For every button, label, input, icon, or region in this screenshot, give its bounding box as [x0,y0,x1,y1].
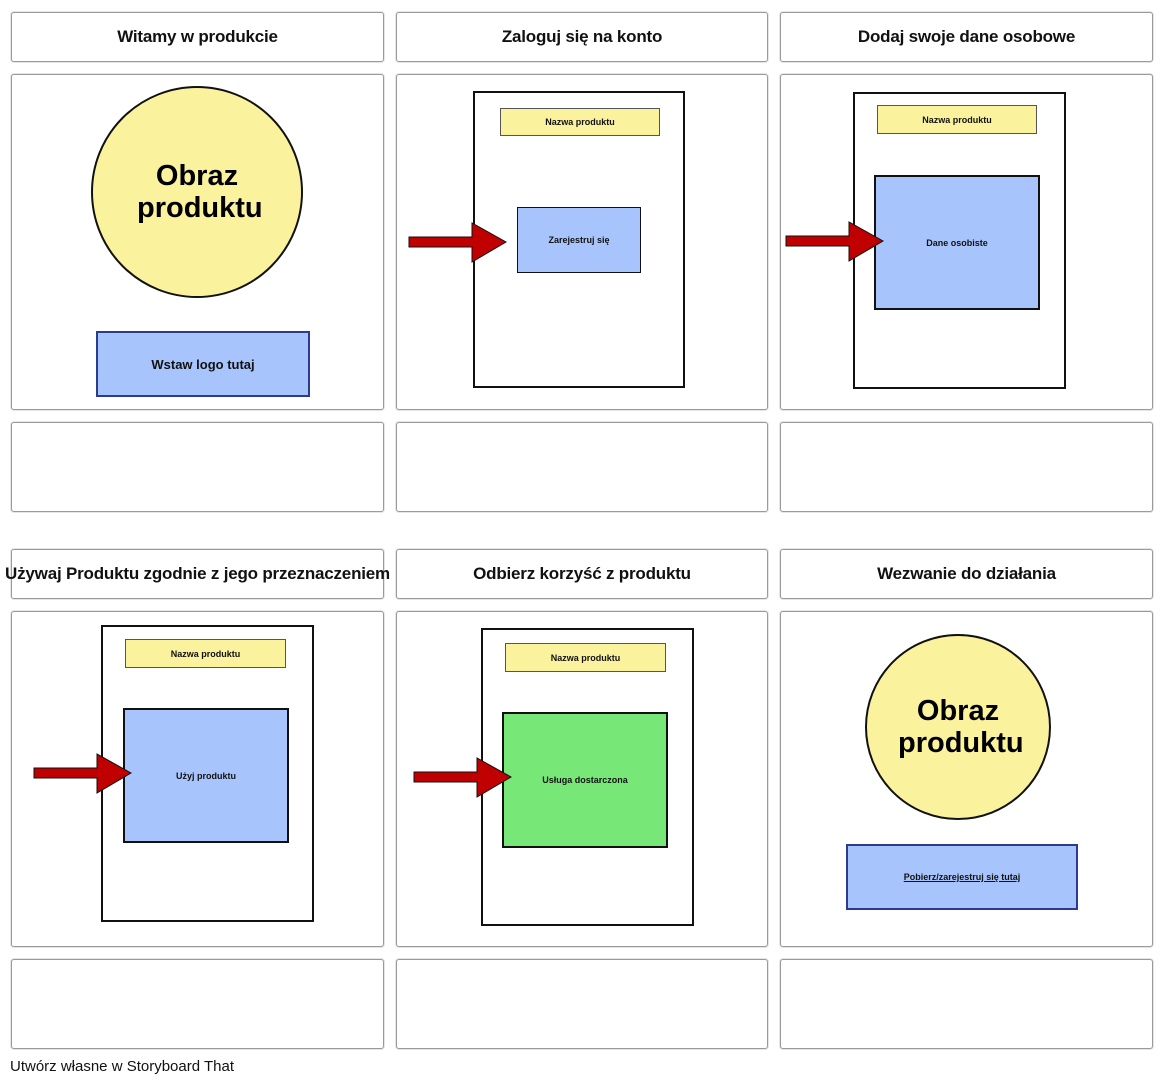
caption-box-6 [780,959,1153,1049]
product-image-circle: Obraz produktu [91,86,303,298]
panel-5: Nazwa produktu Usługa dostarczona [396,611,768,947]
caption-box-5 [396,959,768,1049]
register-screen: Zarejestruj się [517,207,641,273]
product-image-circle: Obraz produktu [865,634,1051,820]
caption-box-1 [11,422,384,512]
panel-title-1: Witamy w produkcie [11,12,384,62]
arrow-right-icon [413,757,513,798]
footer-credit[interactable]: Utwórz własne w Storyboard That [10,1058,234,1075]
use-product-screen: Użyj produktu [123,708,289,843]
product-name-bar: Nazwa produktu [877,105,1037,134]
panel-title-4: Używaj Produktu zgodnie z jego przeznacz… [5,549,390,599]
personal-data-screen: Dane osobiste [874,175,1040,310]
arrow-right-icon [785,221,885,262]
download-register-link-box[interactable]: Pobierz/zarejestruj się tutaj [846,844,1078,910]
product-name-bar: Nazwa produktu [125,639,286,668]
panel-title-3: Dodaj swoje dane osobowe [780,12,1153,62]
product-name-bar: Nazwa produktu [500,108,660,136]
product-name-bar: Nazwa produktu [505,643,666,672]
panel-title-5: Odbierz korzyść z produktu [396,549,768,599]
panel-4: Nazwa produktu Użyj produktu [11,611,384,947]
service-delivered-screen: Usługa dostarczona [502,712,668,848]
download-register-link[interactable]: Pobierz/zarejestruj się tutaj [903,872,1021,882]
product-image-label: Obraz produktu [137,160,263,224]
panel-title-6: Wezwanie do działania [780,549,1153,599]
panel-2: Nazwa produktu Zarejestruj się [396,74,768,410]
panel-6: Obraz produktu Pobierz/zarejestruj się t… [780,611,1153,947]
product-image-label: Obraz produktu [898,695,1024,759]
logo-placeholder: Wstaw logo tutaj [96,331,310,397]
arrow-right-icon [408,222,508,263]
panel-1: Obraz produktu Wstaw logo tutaj [11,74,384,410]
panel-3: Nazwa produktu Dane osobiste [780,74,1153,410]
caption-box-3 [780,422,1153,512]
panel-title-2: Zaloguj się na konto [396,12,768,62]
caption-box-2 [396,422,768,512]
arrow-right-icon [33,753,133,794]
caption-box-4 [11,959,384,1049]
